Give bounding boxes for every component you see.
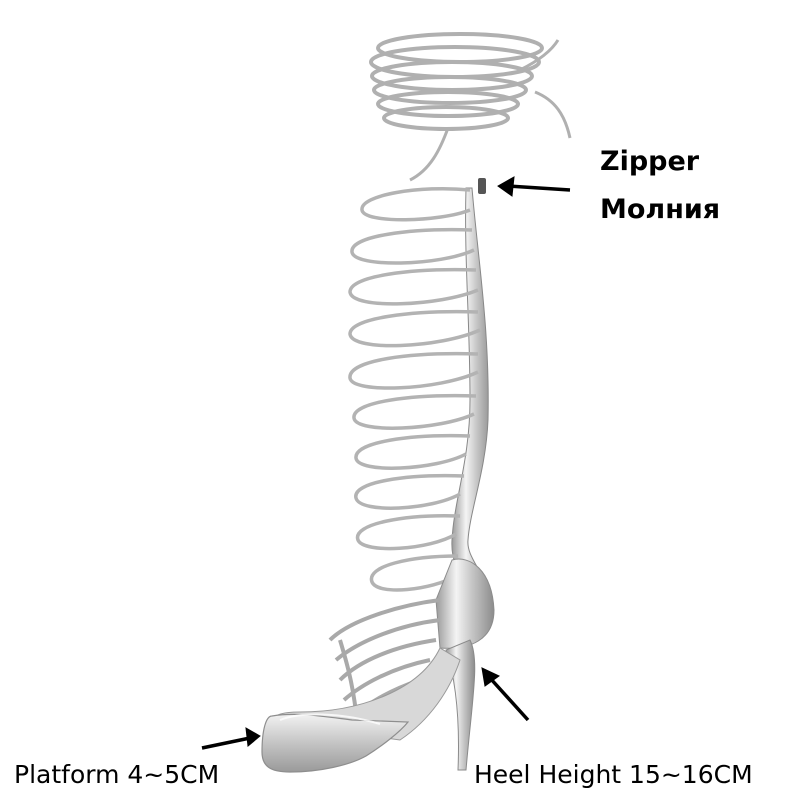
zipper-pull (478, 178, 486, 194)
zipper-arrow (497, 176, 571, 197)
platform-arrow (201, 727, 261, 750)
heel-height-label: Heel Height 15~16CM (474, 760, 753, 789)
heel-counter (435, 558, 495, 649)
platform (261, 713, 410, 773)
zipper-label-ru: Молния (600, 194, 721, 225)
ankle-top-wraps (369, 32, 544, 131)
forefoot-straps (328, 598, 441, 720)
zipper-label-en: Zipper (600, 146, 700, 177)
leg-strap-loops (348, 186, 481, 592)
heel-arrow (481, 667, 530, 722)
tie-string (534, 90, 572, 139)
platform-height-label: Platform 4~5CM (14, 760, 220, 789)
